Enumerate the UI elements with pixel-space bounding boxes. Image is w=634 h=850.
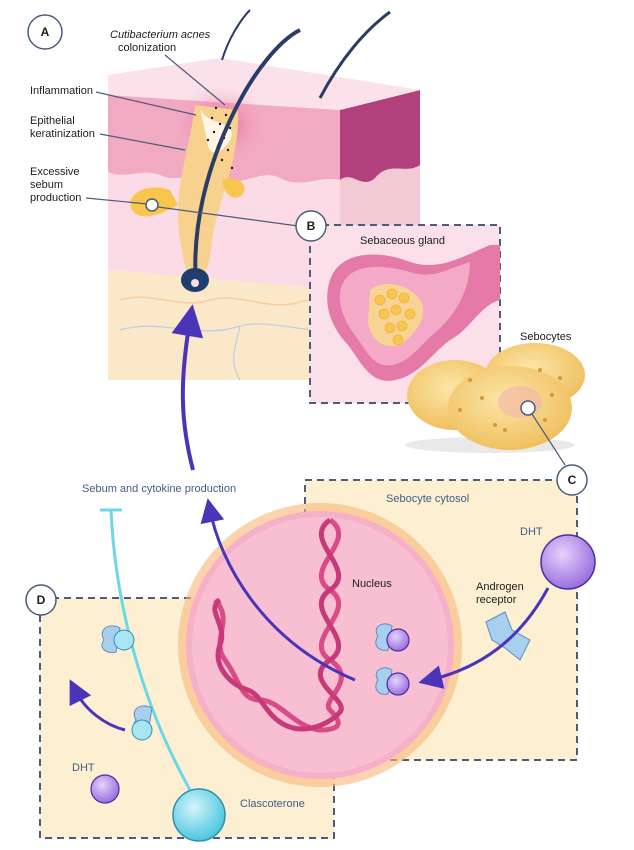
label-sebum: sebum — [30, 179, 63, 191]
label-cutibacterium: Cutibacterium acnes — [110, 29, 211, 41]
hair-strand — [318, 10, 391, 99]
dht-displaced-arrow — [69, 679, 126, 732]
label-androgen: Androgen — [476, 581, 524, 593]
label-sebocyte-cytosol: Sebocyte cytosol — [386, 493, 469, 505]
svg-text:A: A — [41, 25, 50, 39]
dht-molecule-d — [90, 774, 120, 804]
inhibition-line — [109, 509, 192, 791]
label-sebum-cytokine: Sebum and cytokine production — [82, 483, 236, 495]
svg-text:B: B — [307, 219, 316, 233]
leader-line — [85, 197, 149, 205]
receptor-dht-complex — [375, 623, 410, 696]
dna-helix — [212, 517, 344, 733]
panel-c-badge: C — [556, 464, 588, 496]
label-sebocytes: Sebocytes — [520, 331, 572, 343]
clascoterone-bound — [113, 629, 135, 651]
hair-strand — [221, 9, 251, 61]
panel-a-badge: A — [27, 14, 63, 50]
label-inflammation: Inflammation — [30, 85, 93, 97]
transcription-arrow — [200, 498, 356, 682]
dht-molecule — [540, 534, 596, 590]
label-production: production — [30, 192, 81, 204]
callout-marker — [520, 400, 536, 416]
svg-text:D: D — [37, 593, 46, 607]
callout-line — [157, 206, 299, 227]
leader-line — [99, 133, 186, 151]
label-receptor: receptor — [476, 594, 517, 606]
androgen-receptor — [485, 611, 531, 661]
leader-line — [95, 91, 197, 116]
label-sebaceous-gland: Sebaceous gland — [360, 235, 445, 247]
hair-follicle — [130, 28, 301, 292]
label-colonization: colonization — [118, 42, 176, 54]
clascoterone-bound — [131, 719, 153, 741]
sebum-effect-arrow — [171, 304, 204, 471]
label-dht-d: DHT — [72, 762, 95, 774]
callout-line — [531, 413, 566, 466]
leader-line — [164, 54, 226, 106]
label-clascoterone: Clascoterone — [240, 798, 305, 810]
label-dht-c: DHT — [520, 526, 543, 538]
dht-binding-arrow — [418, 587, 550, 689]
label-epithelial: Epithelial — [30, 115, 75, 127]
sebaceous-gland-illustration — [327, 245, 500, 381]
callout-marker — [145, 198, 159, 212]
label-nucleus: Nucleus — [352, 578, 392, 590]
panel-b-badge: B — [295, 210, 327, 242]
label-keratinization: keratinization — [30, 128, 95, 140]
clascoterone-molecule — [172, 788, 226, 842]
svg-text:C: C — [568, 473, 577, 487]
panel-d-badge: D — [25, 584, 57, 616]
label-excessive: Excessive — [30, 166, 80, 178]
